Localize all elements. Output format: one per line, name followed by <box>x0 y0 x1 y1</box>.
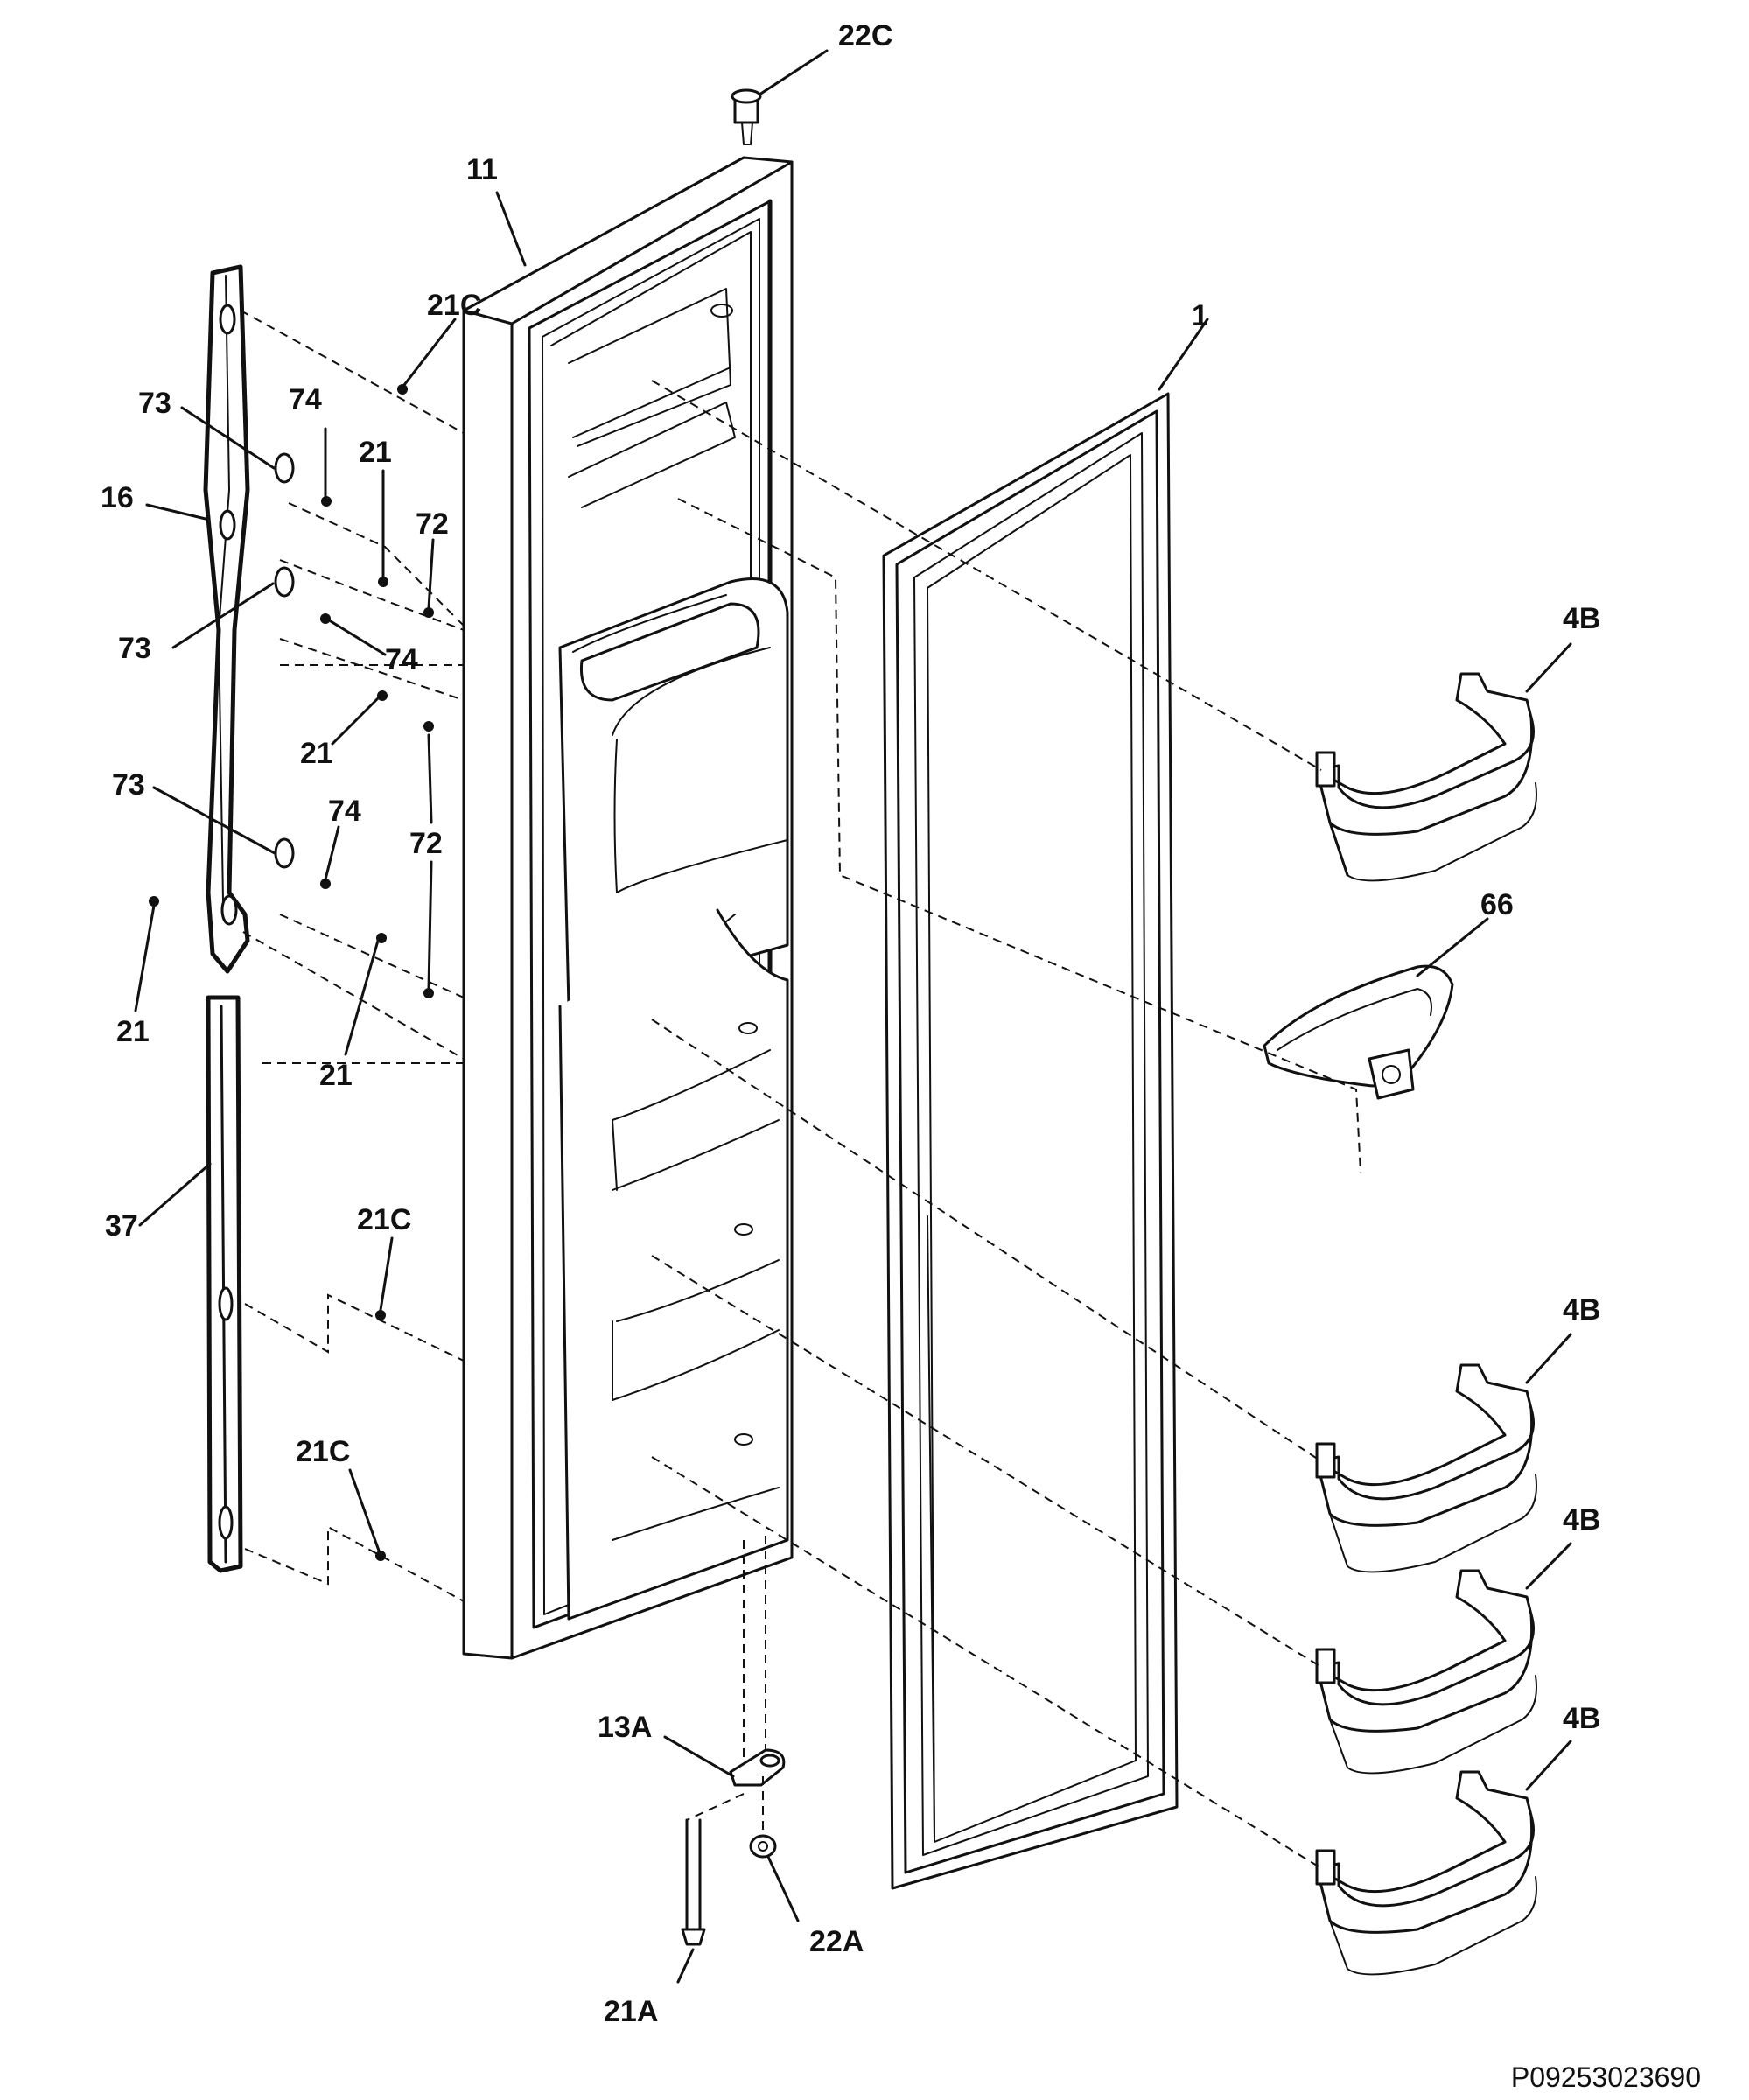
label-21c-top: 21C <box>427 289 481 322</box>
door-gasket-part-1 <box>882 392 1179 1890</box>
part-labels: 22C 11 21C 1 73 74 21 16 72 73 74 4B 21 … <box>101 19 1600 2028</box>
label-21-b: 21 <box>300 737 333 770</box>
label-4b-b: 4B <box>1563 1293 1600 1326</box>
label-72-b: 72 <box>409 827 443 860</box>
label-74-b: 74 <box>385 643 418 676</box>
label-72-a: 72 <box>416 508 449 541</box>
trim-strip-part-37 <box>206 995 243 1573</box>
label-21a: 21A <box>604 1995 658 2028</box>
label-73-c: 73 <box>112 768 145 802</box>
small-bin-part-66 <box>1263 964 1454 1100</box>
label-22c: 22C <box>838 19 892 52</box>
door-liner-part-11 <box>462 88 794 1660</box>
label-16: 16 <box>101 481 134 514</box>
label-73-a: 73 <box>138 387 171 420</box>
reference-code: P09253023690 <box>1511 2062 1701 2093</box>
label-66: 66 <box>1480 888 1514 921</box>
bottom-hinge-13a <box>729 1748 786 1787</box>
screw-dots <box>149 384 434 1561</box>
label-4b-d: 4B <box>1563 1702 1600 1735</box>
label-1: 1 <box>1192 299 1208 332</box>
label-22a: 22A <box>809 1925 864 1958</box>
label-13a: 13A <box>598 1711 652 1744</box>
door-bin-4b-1 <box>1315 672 1537 882</box>
label-74-c: 74 <box>328 794 361 828</box>
label-4b-c: 4B <box>1563 1503 1600 1536</box>
door-bin-4b-2 <box>1315 1363 1537 1573</box>
hinge-bracket-part-16 <box>203 264 250 974</box>
label-21-c: 21 <box>116 1015 150 1048</box>
label-73-b: 73 <box>118 632 151 665</box>
label-37: 37 <box>105 1209 138 1242</box>
screw-21a <box>681 1818 706 1946</box>
label-21c-mid: 21C <box>357 1203 411 1236</box>
plug-set-73 <box>274 452 295 869</box>
label-11: 11 <box>466 153 498 186</box>
leader-lines <box>134 49 1572 1984</box>
alignment-lines <box>240 310 1361 1869</box>
label-21c-low: 21C <box>296 1435 350 1468</box>
door-bin-4b-3 <box>1315 1569 1537 1774</box>
bushing-22a <box>749 1834 777 1858</box>
label-4b-a: 4B <box>1563 602 1600 635</box>
door-bin-4b-4 <box>1315 1770 1537 1976</box>
label-74-a: 74 <box>289 383 322 416</box>
label-21-d: 21 <box>319 1059 353 1092</box>
label-21-a: 21 <box>359 436 392 469</box>
